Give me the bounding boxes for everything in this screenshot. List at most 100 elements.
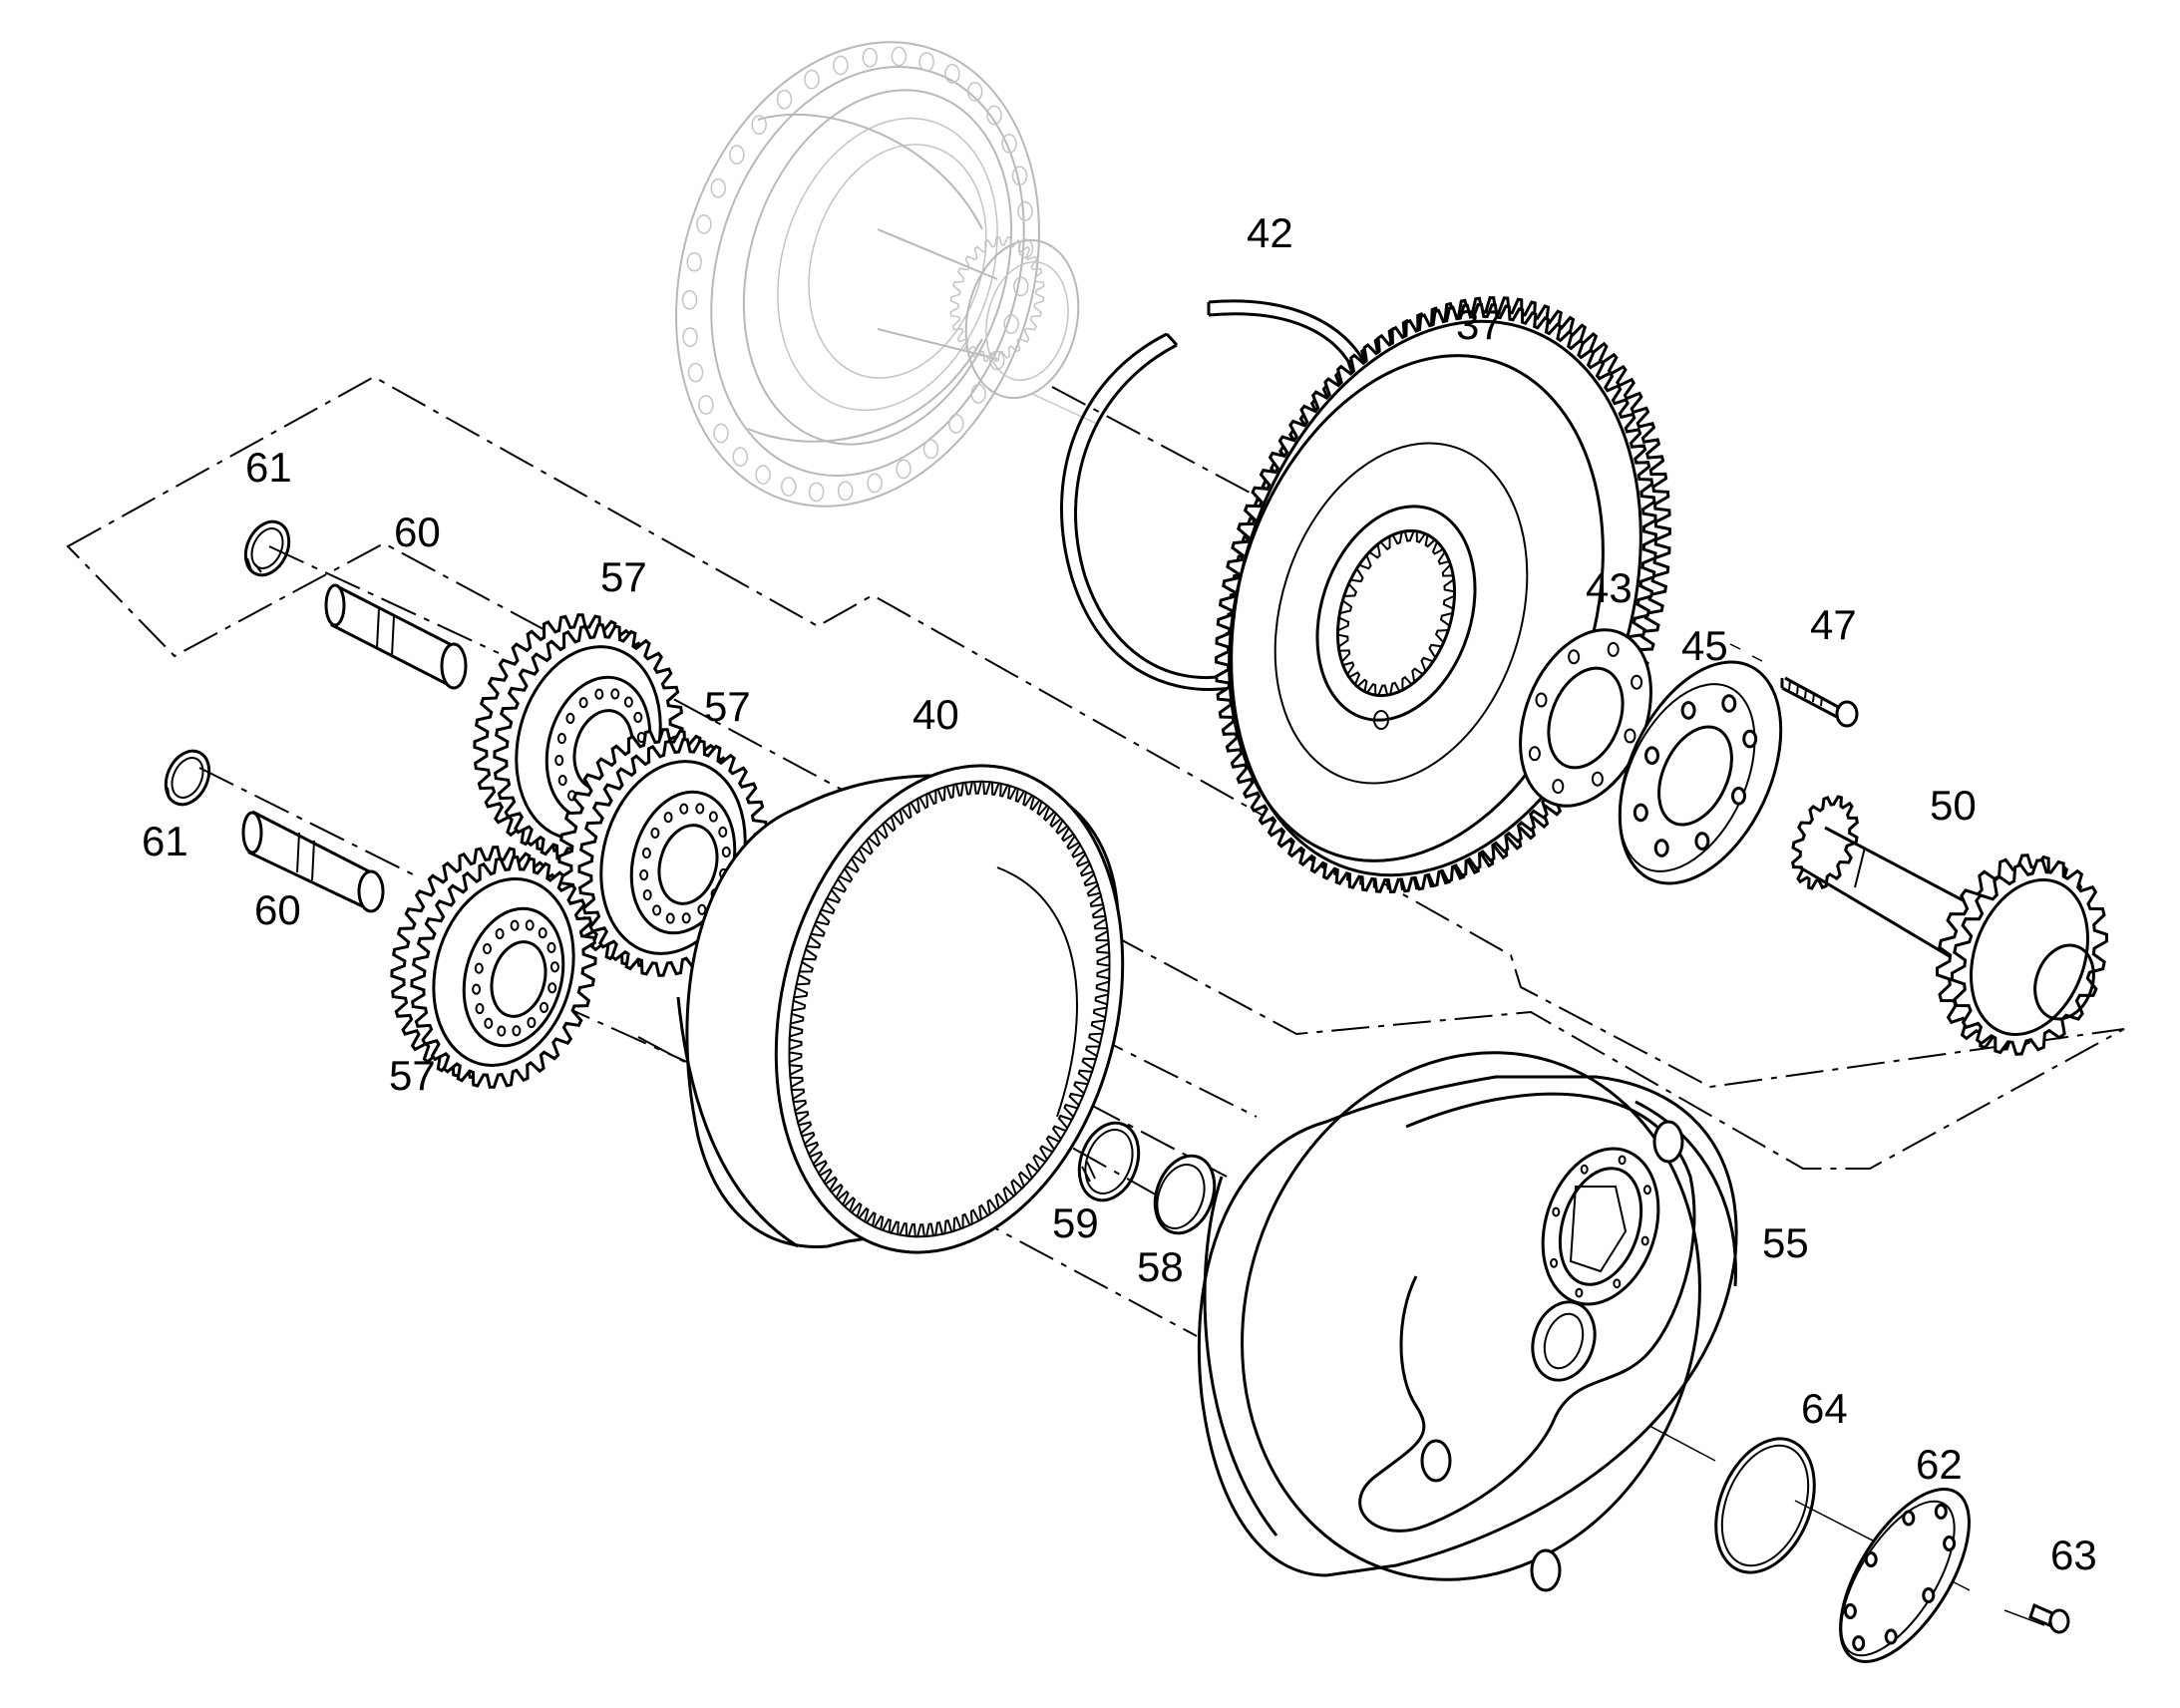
bolt-hole (525, 919, 535, 931)
bolt-hole (1731, 787, 1746, 806)
bolt-hole (687, 362, 704, 383)
bolt-hole (1618, 1155, 1627, 1166)
bolt-hole (557, 775, 567, 787)
callout-43: 43 (1586, 564, 1633, 611)
bolt-hole (1742, 729, 1758, 749)
bolt-hole (633, 711, 643, 723)
bolt-hole (862, 47, 879, 68)
bolt-hole (891, 46, 908, 67)
bolt-hole (1013, 276, 1029, 297)
bolt-hole (1017, 200, 1033, 221)
bolt-hole (1552, 1206, 1561, 1217)
bolt-hole (1580, 1164, 1589, 1175)
bolt-hole (1653, 839, 1669, 857)
bolt-hole (679, 803, 689, 815)
callout-61: 61 (142, 818, 188, 864)
bolt-hole (696, 214, 712, 234)
part-43-washer (1519, 628, 1652, 808)
bolt-hole (556, 733, 566, 745)
part-59-snap-ring (1077, 1121, 1141, 1202)
bolt-hole (665, 912, 675, 924)
part-60-planet-pin-lower (241, 810, 385, 913)
bolt-hole (1568, 649, 1581, 665)
bolt-hole (1017, 238, 1034, 259)
bolt-hole (1884, 1628, 1898, 1645)
bolt-hole (698, 395, 714, 415)
bolt-hole (732, 447, 749, 467)
bolt-hole (594, 688, 604, 700)
bolt-hole (547, 982, 557, 994)
callout-labels: 42 37 61 60 57 57 40 43 45 47 50 61 60 5… (142, 209, 2097, 1578)
bolt-hole (1680, 701, 1696, 720)
gear-teeth (1336, 529, 1456, 697)
bolt-hole (697, 903, 707, 915)
bolt-hole (755, 465, 771, 485)
callout-60: 60 (394, 509, 441, 555)
bolt-hole (1644, 746, 1659, 766)
callout-42: 42 (1247, 209, 1293, 256)
bolt-hole (948, 414, 964, 434)
bolt-hole (682, 327, 698, 348)
bolt-hole (475, 1003, 485, 1015)
bolt-hole (751, 115, 767, 135)
callout-61: 61 (245, 444, 292, 491)
callout-50: 50 (1930, 782, 1977, 829)
bolt-hole (776, 89, 793, 110)
bolt-hole (1011, 166, 1028, 186)
bolt-hole (472, 983, 482, 995)
bolt-hole (652, 904, 662, 916)
bolt-hole (918, 52, 934, 72)
bolt-hole (686, 251, 702, 272)
callout-45: 45 (1681, 622, 1728, 669)
bolt-hole (966, 82, 983, 102)
bolt-hole (1607, 641, 1620, 657)
callout-57: 57 (600, 553, 647, 600)
part-45-disc-plate (1618, 660, 1783, 885)
bolt-hole (695, 803, 705, 815)
bolt-hole (1943, 1536, 1957, 1551)
bolt-hole (1922, 1587, 1936, 1603)
bolt-hole (1694, 832, 1710, 851)
bolt-hole (538, 927, 547, 939)
bolt-hole (1633, 803, 1648, 823)
bolt-hole (710, 177, 727, 198)
bolt-hole (1864, 1551, 1878, 1567)
bolt-hole (1591, 771, 1604, 787)
part-57-planet-gear-lower (390, 846, 597, 1089)
bolt-hole (512, 1025, 522, 1037)
bolt-hole (1001, 134, 1017, 154)
bolt-hole (639, 868, 649, 881)
bolt-hole (1552, 779, 1565, 795)
part-40-ring-gear (676, 764, 1125, 1254)
bolt-hole (527, 1016, 537, 1029)
bolt-hole (565, 712, 575, 724)
bolt-hole (1535, 692, 1548, 708)
bolt-hole (495, 927, 505, 940)
bolt-hole (483, 943, 492, 955)
bolt-hole (1631, 674, 1643, 690)
bolt-hole (721, 846, 731, 858)
part-61-circlip-upper (243, 519, 291, 577)
bolt-hole (1003, 314, 1019, 334)
callout-47: 47 (1810, 601, 1857, 648)
bolt-hole (681, 289, 698, 310)
bolt-hole (546, 941, 556, 953)
bolt-hole (1528, 746, 1541, 762)
bolt-hole (1721, 694, 1737, 713)
bolt-hole (497, 1025, 507, 1037)
part-58-disc (1153, 1154, 1217, 1235)
bolt-hole (681, 912, 691, 924)
bolt-hole (484, 1017, 494, 1029)
bolt-hole (1843, 1603, 1857, 1619)
bolt-hole (510, 919, 520, 931)
part-50-pinion-shaft (1791, 795, 2109, 1056)
bolt-hole (808, 482, 825, 503)
bolt-hole (718, 826, 728, 838)
callout-58: 58 (1137, 1243, 1184, 1290)
part-62-cover-plate (1839, 1488, 1971, 1663)
bolt-hole (1852, 1635, 1866, 1652)
bolt-hole (988, 350, 1005, 371)
callout-37: 37 (1456, 301, 1503, 348)
